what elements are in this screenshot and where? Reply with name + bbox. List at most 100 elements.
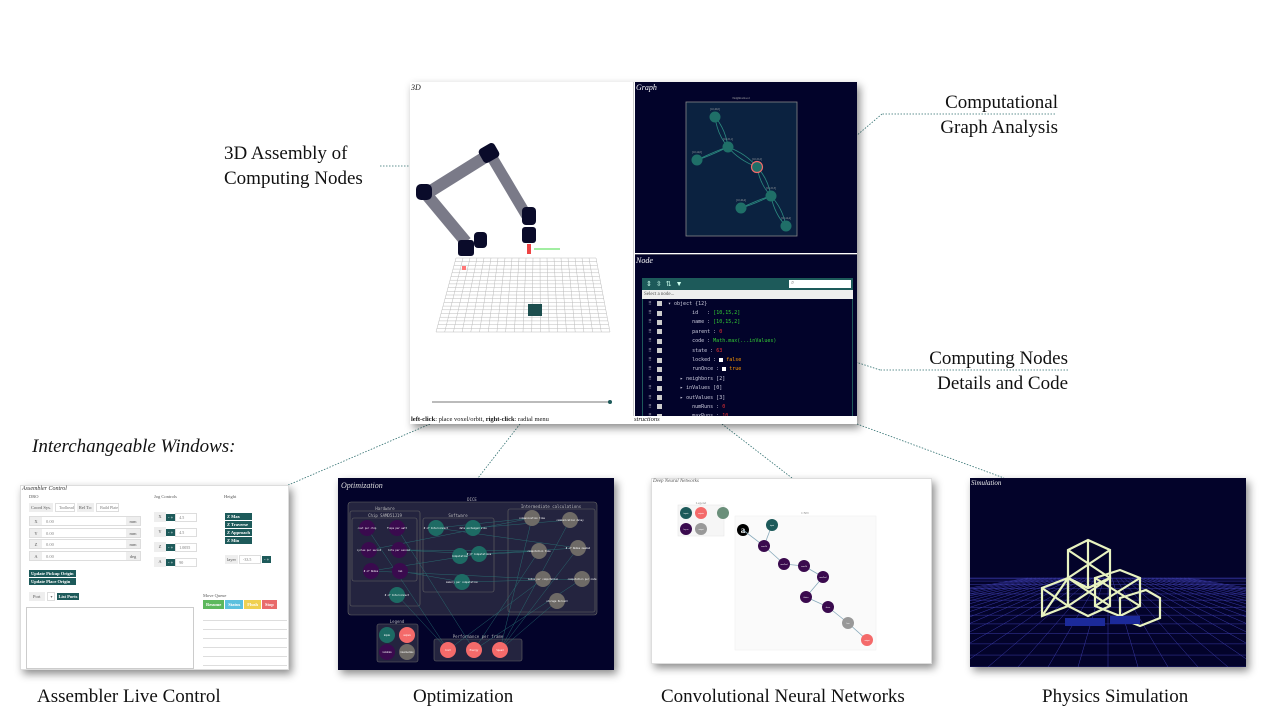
jog-stepper[interactable]: - +: [166, 513, 176, 521]
expand-arrow-icon[interactable]: ▸: [680, 375, 687, 382]
cnn-layer-node[interactable]: [766, 519, 778, 531]
layer-stepper[interactable]: - +: [262, 556, 272, 563]
tree-value[interactable]: 10: [722, 413, 728, 417]
drag-handle-icon[interactable]: ⠿: [648, 357, 652, 364]
opt-node[interactable]: [359, 520, 375, 536]
cnn-layer-node[interactable]: [861, 634, 873, 646]
jog-step-select[interactable]: 1.0055: [175, 542, 198, 552]
tree-value[interactable]: [2]: [713, 375, 726, 382]
context-menu-icon[interactable]: [657, 413, 662, 417]
opt-node[interactable]: [562, 512, 578, 528]
drag-handle-icon[interactable]: ⠿: [648, 300, 652, 307]
height-button[interactable]: Z Traverse: [225, 521, 253, 528]
context-menu-icon[interactable]: [657, 329, 662, 335]
tree-row[interactable]: ⠿ code : Math.max(...inValues): [643, 337, 852, 346]
context-menu-icon[interactable]: [657, 357, 662, 363]
graph-node[interactable]: [750, 160, 764, 174]
tree-value[interactable]: Math.max(...inValues): [713, 338, 777, 345]
cnn-layer-node[interactable]: [800, 591, 812, 603]
cnn-layer-node[interactable]: [778, 558, 790, 570]
panel-node[interactable]: Node ⇕ ⇳ ⇅ ▼ ⌕ Select a node... ⠿▾ objec…: [635, 254, 857, 417]
height-button[interactable]: Z Min: [225, 537, 253, 544]
node-tree[interactable]: ⠿▾ object {12}⠿ id : [10,15,2]⠿ name : […: [642, 299, 853, 417]
context-menu-icon[interactable]: [657, 338, 662, 344]
node-search-input[interactable]: ⌕: [789, 280, 851, 288]
drag-handle-icon[interactable]: ⠿: [648, 338, 652, 345]
context-menu-icon[interactable]: [657, 348, 662, 354]
tree-row[interactable]: ⠿ runOnce : true: [643, 365, 852, 374]
jog-stepper[interactable]: - +: [166, 543, 176, 551]
tree-row[interactable]: ⠿ state : 63: [643, 346, 852, 355]
opt-node[interactable]: [492, 642, 508, 658]
context-menu-icon[interactable]: [657, 404, 662, 410]
port-select[interactable]: ▾: [46, 592, 55, 601]
drag-handle-icon[interactable]: ⠿: [648, 394, 652, 401]
drag-handle-icon[interactable]: ⠿: [643, 413, 657, 417]
tree-value[interactable]: false: [726, 357, 742, 364]
height-button[interactable]: Z Approach: [225, 529, 253, 536]
queue-button-stop[interactable]: Stop: [262, 600, 277, 609]
opt-node[interactable]: [466, 642, 482, 658]
opt-node[interactable]: [440, 642, 456, 658]
context-menu-icon[interactable]: [657, 385, 662, 391]
opt-node[interactable]: [391, 542, 407, 558]
tree-row[interactable]: ⠿ locked : false: [643, 355, 852, 364]
opt-node[interactable]: [428, 520, 444, 536]
panel-graph[interactable]: Graph Neighborhood [10,16,0][10,15,1][10…: [635, 82, 857, 253]
3d-viewport[interactable]: [410, 82, 634, 416]
tree-value[interactable]: [3]: [713, 394, 726, 401]
cnn-layer-node[interactable]: [817, 571, 829, 583]
expand-arrow-icon[interactable]: ▾: [668, 300, 675, 307]
drag-handle-icon[interactable]: ⠿: [648, 366, 652, 373]
update-place-origin-button[interactable]: Update Place Origin: [29, 578, 76, 585]
timeline-slider-handle[interactable]: [608, 400, 612, 404]
checkbox[interactable]: [719, 358, 724, 363]
axis-value-input[interactable]: 0.00: [46, 530, 54, 536]
opt-node[interactable]: [361, 542, 377, 558]
graph-node[interactable]: [691, 154, 703, 166]
opt-node[interactable]: [363, 563, 379, 579]
opt-node[interactable]: [454, 574, 470, 590]
instructions-tab[interactable]: structions: [634, 416, 660, 423]
cnn-layer-node[interactable]: [842, 617, 854, 629]
tree-row[interactable]: ⠿ maxRuns : 10: [643, 412, 852, 417]
layer-input[interactable]: -33.5: [239, 555, 261, 564]
simulation-viewport[interactable]: [507, 478, 1280, 668]
graph-node[interactable]: [735, 202, 747, 214]
tree-row[interactable]: ⠿ parent : 0: [643, 327, 852, 336]
context-menu-icon[interactable]: [657, 310, 662, 316]
queue-button-status[interactable]: Status: [225, 600, 244, 609]
tree-value[interactable]: [10,15,2]: [713, 310, 741, 317]
tree-value[interactable]: {12}: [692, 300, 708, 307]
checkbox[interactable]: [722, 367, 727, 372]
opt-node[interactable]: [452, 548, 468, 564]
tree-value[interactable]: 0: [719, 328, 723, 335]
tree-value[interactable]: [0]: [710, 385, 723, 392]
drag-handle-icon[interactable]: ⠿: [648, 347, 652, 354]
jog-step-select[interactable]: 90: [175, 557, 198, 567]
opt-node[interactable]: [392, 563, 408, 579]
rel-to-select[interactable]: Build Plate: [96, 503, 119, 512]
context-menu-icon[interactable]: [657, 301, 662, 307]
opt-node[interactable]: [535, 571, 551, 587]
tree-value[interactable]: 0: [722, 403, 726, 410]
jog-step-select[interactable]: 4.5: [175, 527, 198, 537]
tree-row[interactable]: ⠿ ▸ neighbors [2]: [643, 374, 852, 383]
opt-node[interactable]: [574, 571, 590, 587]
drag-handle-icon[interactable]: ⠿: [648, 403, 652, 410]
drag-handle-icon[interactable]: ⠿: [648, 310, 652, 317]
tree-value[interactable]: 63: [716, 347, 723, 354]
tree-value[interactable]: [10,15,2]: [713, 319, 741, 326]
context-menu-icon[interactable]: [657, 319, 662, 325]
opt-node[interactable]: [531, 543, 547, 559]
filter-icon[interactable]: ▼: [675, 280, 683, 288]
neighborhood-graph[interactable]: Neighborhood [10,16,0][10,15,1][10,14,0]…: [635, 82, 857, 253]
jog-stepper[interactable]: - +: [166, 558, 176, 566]
expand-arrow-icon[interactable]: ▸: [680, 394, 687, 401]
drag-handle-icon[interactable]: ⠿: [648, 319, 652, 326]
axis-value-input[interactable]: 0.00: [46, 519, 54, 524]
graph-node[interactable]: [722, 141, 734, 153]
graph-node[interactable]: [765, 190, 777, 202]
